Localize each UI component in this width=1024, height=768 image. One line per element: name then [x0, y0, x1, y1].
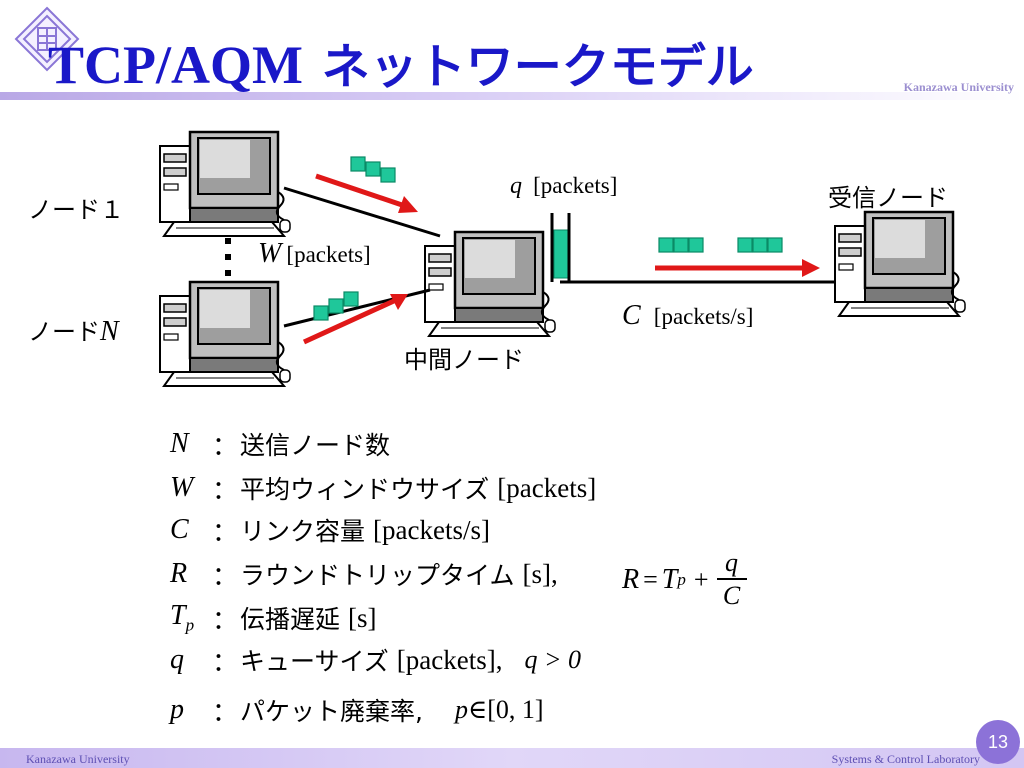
legend-description: リンク容量 — [240, 517, 366, 546]
legend-symbol-base: T — [170, 600, 186, 632]
link-node1-middle — [283, 186, 441, 238]
label-queue: q [packets] — [510, 173, 617, 200]
ellipsis-dots — [225, 238, 231, 276]
legend-colon: ： — [211, 431, 238, 462]
legend-row-N: N ： 送信ノード数 — [170, 424, 390, 464]
legend-row-q: q ： キューサイズ [packets], q > 0 — [170, 640, 581, 680]
legend-row-Tp: Tp ： 伝播遅延 [s] — [170, 598, 377, 638]
label-window-unit: [packets] — [286, 242, 371, 267]
legend-description: 送信ノード数 — [240, 431, 391, 460]
sender-node-1-computer — [158, 130, 292, 238]
legend-colon: ： — [211, 517, 238, 548]
legend-row-W: W ： 平均ウィンドウサイズ [packets] — [170, 468, 596, 508]
flow-arrow-nodeN — [302, 294, 408, 345]
legend-symbol: C — [170, 514, 189, 545]
formula-p-in: ∈ — [467, 695, 488, 724]
packets-node1 — [350, 156, 396, 183]
legend-row-R: R ： ラウンドトリップタイム [s], — [170, 554, 558, 594]
formula-rtt-plus: + — [693, 565, 709, 594]
legend-unit: [s] — [348, 602, 377, 633]
label-queue-unit: [packets] — [533, 173, 618, 198]
label-window: W [packets] — [258, 238, 371, 270]
legend-symbol: Tp — [170, 600, 210, 636]
legend-description: パケット廃棄率, — [240, 697, 423, 726]
formula-rtt-bar — [716, 578, 747, 580]
legend-symbol: q — [170, 644, 184, 675]
flow-arrow-node1 — [315, 173, 418, 213]
legend-symbol: N — [170, 428, 189, 459]
legend-unit: [packets] — [497, 472, 597, 503]
formula-rtt-lhs: R — [622, 564, 640, 595]
formula-rtt-sub: p — [677, 570, 686, 589]
label-capacity: C [packets/s] — [622, 300, 753, 332]
legend-colon: ： — [211, 475, 238, 506]
label-middle-node: 中間ノード — [404, 346, 524, 374]
university-logo — [14, 6, 80, 76]
label-node-n-var: N — [100, 316, 119, 347]
label-capacity-unit: [packets/s] — [653, 304, 754, 329]
footer-university: Kanazawa University — [26, 752, 130, 766]
page-number-badge: 13 — [976, 720, 1020, 764]
formula-rtt-fraction: q C — [716, 548, 747, 612]
queue-buffer — [550, 213, 571, 282]
legend-symbol-sub: p — [185, 615, 195, 635]
legend-symbol: R — [170, 558, 188, 589]
slide-title: TCP/AQM ネットワークモデル — [48, 38, 754, 92]
label-node-n-prefix: ノード — [28, 318, 100, 346]
legend-colon: ： — [211, 605, 238, 636]
legend-description: 平均ウィンドウサイズ — [240, 475, 490, 504]
label-capacity-var: C — [622, 300, 641, 331]
formula-rtt-T: T — [661, 564, 678, 595]
network-diagram — [158, 130, 967, 388]
formula-rtt-numerator: q — [725, 548, 739, 577]
receiver-node-computer — [833, 210, 967, 318]
footer-bar — [0, 748, 1024, 768]
formula-rtt-eq: = — [643, 565, 658, 594]
legend-row-p: p ： パケット廃棄率, p∈[0, 1] — [170, 690, 544, 730]
legend-symbol: p — [170, 694, 184, 725]
formula-q-positive: q > 0 — [524, 645, 582, 674]
flow-arrow-receiver — [655, 259, 820, 277]
formula-p-range: p∈[0, 1] — [455, 695, 544, 725]
title-underline — [0, 92, 1024, 100]
legend-unit: [packets/s] — [373, 514, 490, 545]
label-window-var: W — [258, 238, 282, 269]
legend-row-C: C ： リンク容量 [packets/s] — [170, 510, 490, 550]
footer-lab: Systems & Control Laboratory — [831, 752, 980, 766]
label-receiver-node: 受信ノード — [828, 184, 948, 212]
packets-link-1 — [658, 237, 704, 253]
legend-unit: [packets], — [396, 644, 503, 675]
legend-description: 伝播遅延 — [240, 605, 341, 634]
label-queue-var: q — [510, 173, 522, 199]
legend-symbol: W — [170, 472, 194, 503]
packets-link-2 — [737, 237, 783, 253]
legend-colon: ： — [211, 647, 238, 678]
legend-unit: [s], — [522, 558, 558, 589]
legend-colon: ： — [211, 697, 238, 728]
formula-p-interval: [0, 1] — [487, 695, 544, 724]
title-japanese: ネットワークモデル — [321, 39, 754, 95]
sender-node-n-computer — [158, 280, 292, 388]
formula-p-var: p — [454, 695, 468, 724]
formula-rtt-denominator: C — [722, 581, 741, 610]
middle-node-computer — [423, 230, 557, 338]
legend-description: ラウンドトリップタイム — [240, 561, 515, 590]
label-node-n: ノードN — [28, 312, 119, 348]
packets-nodeN — [313, 291, 359, 321]
title-english: TCP/AQM — [48, 35, 303, 95]
legend-description: キューサイズ — [240, 647, 389, 676]
legend-colon: ： — [211, 561, 238, 592]
label-node-1: ノード１ — [28, 196, 124, 224]
header-university: Kanazawa University — [903, 80, 1014, 94]
